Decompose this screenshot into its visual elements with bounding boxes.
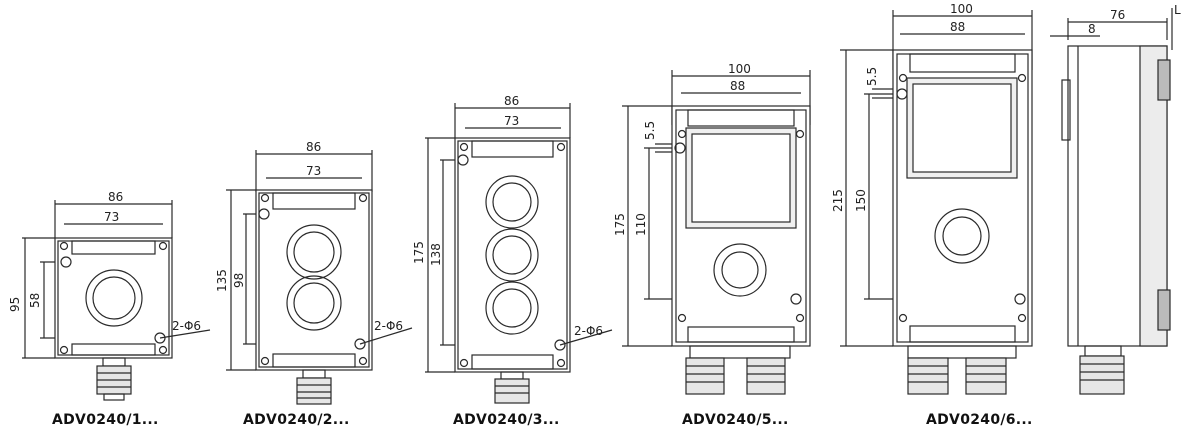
drawing-side-view: 76 8 L bbox=[1050, 3, 1181, 395]
caption-adv0240-6: ADV0240/6... bbox=[926, 412, 1033, 428]
dim-width-outer: 86 bbox=[504, 94, 519, 108]
dim-offset: 8 bbox=[1088, 22, 1096, 36]
dim-l-label: L bbox=[1174, 3, 1181, 17]
dim-height-inner: 110 bbox=[634, 213, 648, 236]
dim-height-outer: 175 bbox=[613, 213, 627, 236]
dim-height-outer: 215 bbox=[831, 189, 845, 212]
dim-width-inner: 73 bbox=[306, 164, 321, 178]
dim-depth: 76 bbox=[1110, 8, 1125, 22]
caption-adv0240-2: ADV0240/2... bbox=[243, 412, 350, 428]
dim-mount-holes: 2-Φ6 bbox=[172, 319, 201, 333]
dim-height-outer: 175 bbox=[412, 241, 426, 264]
dim-mount-holes: 2-Φ6 bbox=[574, 324, 603, 338]
caption-adv0240-1: ADV0240/1... bbox=[52, 412, 159, 428]
dim-width-inner: 88 bbox=[950, 20, 965, 34]
dim-width-inner: 73 bbox=[104, 210, 119, 224]
dim-height-outer: 135 bbox=[215, 269, 229, 292]
drawing-adv0240-1: 86 73 95 58 2-Φ6 bbox=[8, 190, 211, 401]
drawing-adv0240-5: 100 88 175 110 5.5 bbox=[613, 62, 811, 395]
dim-hole-offset: 5.5 bbox=[643, 121, 657, 140]
dim-width-inner: 88 bbox=[730, 79, 745, 93]
dim-height-inner: 150 bbox=[854, 189, 868, 212]
drawing-adv0240-3: 86 73 175 138 2-Φ6 bbox=[412, 94, 613, 404]
caption-adv0240-3: ADV0240/3... bbox=[453, 412, 560, 428]
dim-height-inner: 98 bbox=[232, 273, 246, 288]
dim-height-inner: 138 bbox=[429, 243, 443, 266]
caption-adv0240-5: ADV0240/5... bbox=[682, 412, 789, 428]
dim-width-inner: 73 bbox=[504, 114, 519, 128]
dim-mount-holes: 2-Φ6 bbox=[374, 319, 403, 333]
dim-width-outer: 86 bbox=[306, 140, 321, 154]
dim-width-outer: 100 bbox=[728, 62, 751, 76]
dim-hole-offset: 5.5 bbox=[865, 67, 879, 86]
dim-height-outer: 95 bbox=[8, 297, 22, 312]
dim-width-outer: 86 bbox=[108, 190, 123, 204]
dim-width-outer: 100 bbox=[950, 2, 973, 16]
drawing-adv0240-6: 100 88 215 150 5.5 bbox=[831, 2, 1033, 395]
dim-height-inner: 58 bbox=[28, 293, 42, 308]
drawing-adv0240-2: 86 73 135 98 2-Φ6 bbox=[215, 140, 413, 405]
